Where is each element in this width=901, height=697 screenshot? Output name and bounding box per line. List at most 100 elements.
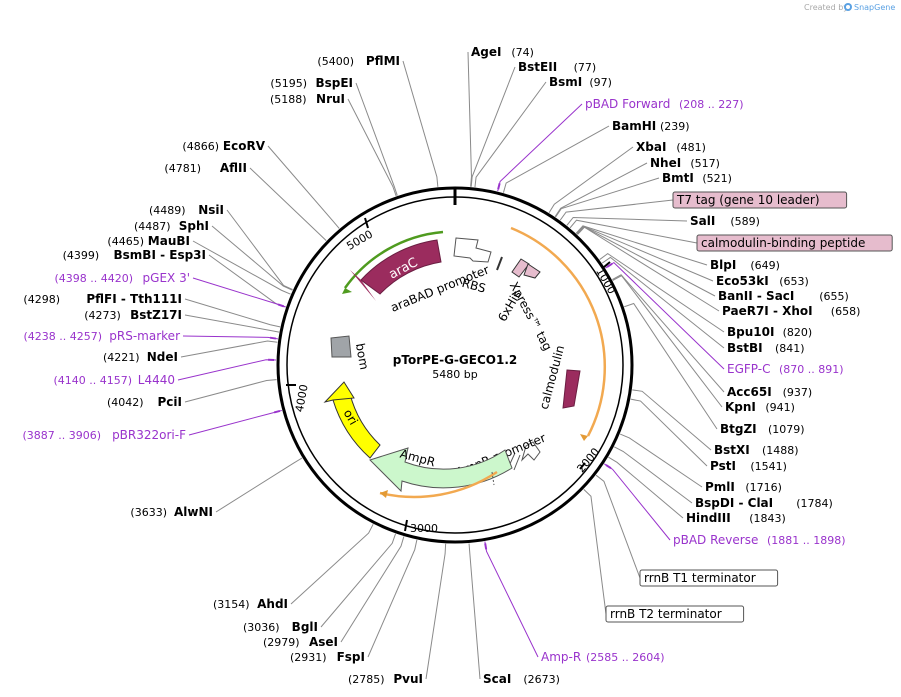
tick-4000: 4000: [293, 383, 311, 413]
primer-position: (2585 .. 2604): [586, 651, 665, 664]
site-leader-line: [402, 60, 439, 187]
restriction-site-label: Eco53kI(653): [716, 274, 809, 288]
xpress-tag-label: Xpress™ tag: [507, 279, 555, 353]
restriction-site-label: PvuI (2785): [348, 672, 423, 686]
site-position: (77): [574, 61, 597, 74]
site-leader-line: [340, 536, 405, 643]
site-leader-line: [211, 225, 293, 291]
site-leader-line: [613, 446, 693, 504]
restriction-site-label: AflII(4781): [164, 161, 247, 175]
site-name: PstI: [710, 459, 736, 473]
site-position: (3154): [213, 598, 250, 611]
restriction-site-label: AseI(2979): [263, 635, 338, 649]
feature-box: [639, 569, 779, 587]
site-leader-line: [474, 81, 547, 188]
site-leader-line: [583, 488, 607, 615]
site-name: Acc65I: [727, 385, 772, 399]
site-name: PflFI - Tth111I: [86, 292, 182, 306]
site-name: SalI: [690, 214, 715, 228]
primer-leader-line: [188, 409, 282, 436]
site-leader-line: [425, 543, 447, 680]
primer-position: (3887 .. 3906): [22, 429, 101, 442]
restriction-site-label: AgeI(74): [471, 45, 534, 59]
site-position: (2785): [348, 673, 385, 686]
site-position: (655): [819, 290, 849, 303]
primer-name: Amp-R: [541, 650, 581, 664]
site-leader-line: [548, 146, 634, 213]
site-position: (653): [779, 275, 809, 288]
feature-box-text: T7 tag (gene 10 leader): [676, 193, 820, 207]
primer-position: (870 .. 891): [779, 363, 844, 376]
restriction-site-label: AlwNI(3633): [130, 505, 213, 519]
restriction-site-label: BsmBI - Esp3I(4399): [63, 248, 206, 262]
site-position: (4866): [182, 140, 219, 153]
feature-box-text: calmodulin-binding peptide: [701, 236, 865, 250]
site-leader-line: [468, 543, 481, 680]
restriction-site-label: BmtI(521): [662, 171, 732, 185]
site-name: ScaI: [483, 672, 511, 686]
feature-rbs: RBS: [460, 256, 503, 296]
feature-box-label: calmodulin-binding peptide: [696, 234, 893, 252]
restriction-site-label: KpnI(941): [725, 400, 795, 414]
site-name: NheI: [650, 156, 681, 170]
credit-text: Created by: [804, 3, 848, 12]
site-position: (4298): [23, 293, 60, 306]
tick-3000: 3000: [410, 522, 438, 535]
site-leader-line: [599, 253, 725, 333]
restriction-site-label: XbaI(481): [636, 140, 706, 154]
restriction-site-label: ScaI(2673): [483, 672, 560, 686]
site-name: BglI: [292, 620, 318, 634]
site-leader-line: [559, 199, 674, 221]
site-position: (1541): [750, 460, 787, 473]
calmodulin-label: calmodulin: [537, 344, 568, 411]
site-position: (239): [660, 120, 690, 133]
site-leader-line: [226, 209, 293, 291]
site-position: (841): [775, 342, 805, 355]
site-leader-line: [555, 177, 660, 218]
feature-box: [605, 605, 745, 623]
feature-bom: bom: [330, 335, 371, 371]
site-name: BsmI: [549, 75, 582, 89]
site-name: PvuI: [393, 672, 423, 686]
site-name: PciI: [158, 395, 183, 409]
left-label-column: PflMI(5400)BspEI(5195)NruI(5188)EcoRV(48…: [22, 54, 423, 686]
primer-binding-mark: [484, 543, 488, 550]
site-leader-line: [249, 167, 327, 242]
site-position: (1488): [762, 444, 799, 457]
restriction-site-label: PciI(4042): [107, 395, 182, 409]
site-position: (1843): [749, 512, 786, 525]
restriction-site-label: SphI(4487): [134, 219, 209, 233]
site-name: NruI: [316, 92, 345, 106]
primer-name: pGEX 3': [143, 271, 190, 285]
site-leader-line: [612, 274, 725, 393]
restriction-site-label: BspEI(5195): [270, 76, 353, 90]
restriction-site-label: NheI(517): [650, 156, 720, 170]
restriction-site-label: NruI(5188): [270, 92, 345, 106]
tick-3000-mark: [404, 519, 408, 532]
site-name: BanII - SacI: [718, 289, 794, 303]
site-position: (5195): [270, 77, 307, 90]
site-position: (4273): [84, 309, 121, 322]
site-position: (4221): [103, 351, 140, 364]
rbs-label: RBS: [460, 276, 487, 296]
site-leader-line: [267, 145, 340, 229]
site-leader-line: [566, 216, 688, 226]
site-position: (937): [783, 386, 813, 399]
primer-leader-line: [603, 463, 671, 541]
restriction-site-label: BstBI(841): [727, 341, 805, 355]
restriction-site-label: Bpu10I(820): [727, 325, 812, 339]
site-position: (4465): [107, 235, 144, 248]
site-name: NsiI: [198, 203, 224, 217]
site-name: AseI: [309, 635, 338, 649]
right-label-column: AgeI(74)BstEII(77)BsmI(97)pBAD Forward(2…: [471, 45, 893, 686]
site-name: HindIII: [686, 511, 731, 525]
site-name: EcoRV: [223, 139, 266, 153]
feature-box: [672, 191, 848, 209]
site-position: (4489): [149, 204, 186, 217]
primer-label: L4440(4140 .. 4157): [53, 373, 175, 387]
site-name: SphI: [179, 219, 209, 233]
primer-name: pRS-marker: [109, 329, 180, 343]
restriction-site-label: BstXI(1488): [714, 443, 799, 457]
site-leader-line: [184, 298, 281, 328]
primer-leader-line: [192, 277, 286, 308]
